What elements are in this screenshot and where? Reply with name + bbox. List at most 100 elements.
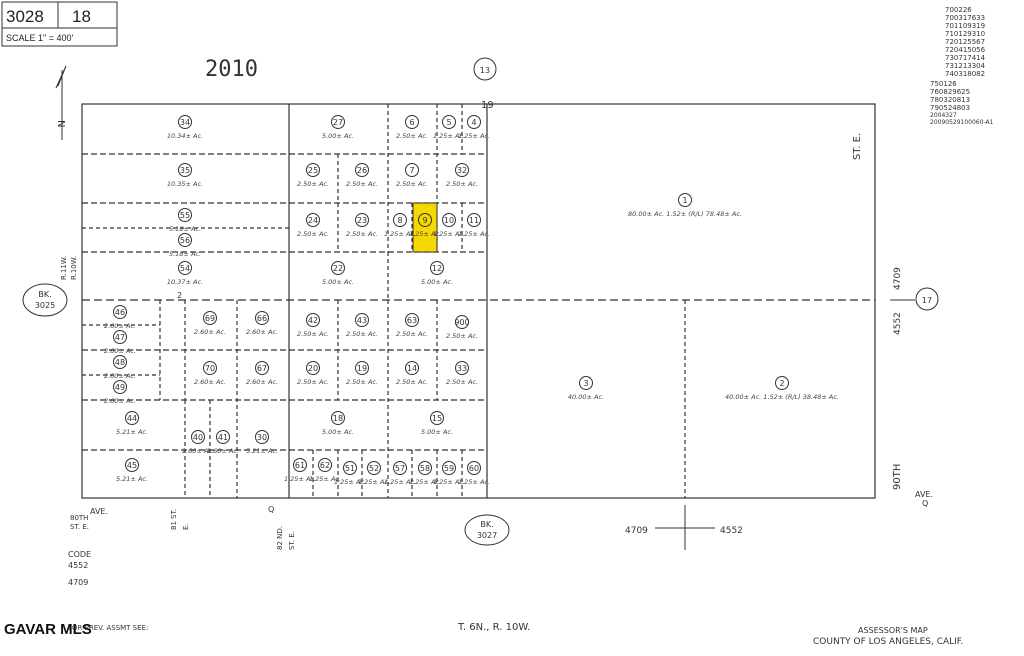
- parcel-number[interactable]: 44: [127, 414, 137, 423]
- parcel-number[interactable]: 40: [193, 433, 203, 442]
- parcel-acreage: 2.60± Ac.: [207, 447, 239, 455]
- parcel-circle-icon: [355, 213, 369, 227]
- st-80th-b: ST. E.: [70, 523, 89, 531]
- parcel-acreage: 2.60± Ac.: [104, 347, 136, 355]
- parcel-number[interactable]: 59: [444, 464, 454, 473]
- parcel-number[interactable]: 6: [409, 118, 414, 127]
- parcel-acreage: 2.60± Ac.: [194, 378, 226, 386]
- parcel-acreage: 2.60± Ac.: [104, 322, 136, 330]
- parcel-number[interactable]: 26: [357, 166, 367, 175]
- parcel-number[interactable]: 56: [180, 236, 190, 245]
- parcel-number[interactable]: 3: [583, 379, 588, 388]
- parcel-number[interactable]: 62: [320, 461, 330, 470]
- parcel-circle-icon: [775, 376, 789, 390]
- parcel-number[interactable]: 61: [295, 461, 305, 470]
- assessor-title: ASSESSOR'S MAP: [858, 626, 928, 635]
- code-label: CODE: [68, 550, 91, 559]
- parcel-number[interactable]: 9: [422, 216, 427, 225]
- parcel-number[interactable]: 60: [469, 464, 479, 473]
- parcel-number[interactable]: 30: [257, 433, 267, 442]
- parcel-circle-icon: [113, 380, 127, 394]
- parcel-number[interactable]: 41: [218, 433, 228, 442]
- map-code: 700317633: [945, 14, 985, 22]
- parcel-circle-icon: [455, 361, 469, 375]
- parcel-circle-icon: [113, 305, 127, 319]
- parcel-acreage: 1.25± Ac.: [458, 230, 490, 238]
- parcel-number[interactable]: 5: [446, 118, 451, 127]
- parcel-number[interactable]: 54: [180, 264, 190, 273]
- parcel-circle-icon: [579, 376, 593, 390]
- parcel-number[interactable]: 34: [180, 118, 190, 127]
- parcel-number[interactable]: 32: [457, 166, 467, 175]
- parcel-number[interactable]: 46: [115, 308, 125, 317]
- parcel-number[interactable]: 25: [308, 166, 318, 175]
- parcel-number[interactable]: 7: [409, 166, 414, 175]
- parcel-acreage: 5.00± Ac.: [421, 428, 453, 436]
- prev-assessment: FOR PREV. ASSMT SEE:: [68, 624, 148, 632]
- parcel-circle-icon: [178, 261, 192, 275]
- parcel-number[interactable]: 24: [308, 216, 318, 225]
- parcel-number[interactable]: 58: [420, 464, 430, 473]
- parcel-number[interactable]: 66: [257, 314, 267, 323]
- parcel-number[interactable]: 42: [308, 316, 318, 325]
- parcel-circle-icon: [467, 461, 481, 475]
- parcel-number[interactable]: 18: [333, 414, 343, 423]
- parcel-number[interactable]: 35: [180, 166, 190, 175]
- parcel-acreage: 5.00± Ac.: [421, 278, 453, 286]
- parcel-circle-icon: [393, 461, 407, 475]
- parcel-number[interactable]: 20: [308, 364, 318, 373]
- parcel-acreage: 1.25± Ac.: [433, 478, 465, 486]
- parcel-circle-icon: [216, 430, 230, 444]
- parcel-number[interactable]: 48: [115, 358, 125, 367]
- parcel-circle-icon: [467, 115, 481, 129]
- parcel-number[interactable]: 11: [469, 216, 479, 225]
- map-code: 701109319: [945, 22, 985, 30]
- parcel-number[interactable]: 57: [395, 464, 405, 473]
- parcel-circle-icon: [367, 461, 381, 475]
- parcel-number[interactable]: 45: [127, 461, 137, 470]
- page-number: 18: [72, 7, 91, 26]
- parcel-acreage: 80.00± Ac. 1.52± (R/L) 78.48± Ac.: [628, 210, 742, 218]
- parcel-number[interactable]: 22: [333, 264, 343, 273]
- parcel-number[interactable]: 1: [682, 196, 687, 205]
- parcel-number[interactable]: 70: [205, 364, 215, 373]
- parcel-number[interactable]: 15: [432, 414, 442, 423]
- parcel-number[interactable]: 19: [357, 364, 367, 373]
- code-4709: 4709: [68, 578, 88, 587]
- parcel-circle-icon: [405, 115, 419, 129]
- parcel-acreage: 5.00± Ac.: [322, 278, 354, 286]
- parcel-circle-icon: [306, 213, 320, 227]
- parcel-acreage: 5.21± Ac.: [116, 428, 148, 436]
- parcel-number[interactable]: 27: [333, 118, 343, 127]
- adjacent-sheet-13-icon: [473, 57, 497, 81]
- parcel-acreage: 2.50± Ac.: [346, 378, 378, 386]
- parcel-circle-icon: [455, 163, 469, 177]
- parcel-acreage: 1.25± Ac.: [358, 478, 390, 486]
- parcel-number[interactable]: 69: [205, 314, 215, 323]
- parcel-acreage: 5.00± Ac.: [322, 132, 354, 140]
- map-code: 780320813: [930, 96, 970, 104]
- parcel-number[interactable]: 47: [115, 333, 125, 342]
- map-code: 710129310: [945, 30, 985, 38]
- parcel-number[interactable]: 52: [369, 464, 379, 473]
- parcel-number[interactable]: 10: [444, 216, 454, 225]
- parcel-number[interactable]: 12: [432, 264, 442, 273]
- parcel-acreage: 1.25± Ac.: [284, 475, 316, 483]
- parcel-number[interactable]: 23: [357, 216, 367, 225]
- parcel-number[interactable]: 55: [180, 211, 190, 220]
- parcel-number[interactable]: 67: [257, 364, 267, 373]
- parcel-circle-icon: [113, 355, 127, 369]
- parcel-number[interactable]: 8: [397, 216, 402, 225]
- parcel-circle-icon: [178, 115, 192, 129]
- parcel-number[interactable]: 49: [115, 383, 125, 392]
- parcel-number[interactable]: 51: [345, 464, 355, 473]
- parcel-number[interactable]: 900: [454, 318, 469, 327]
- parcel-number[interactable]: 14: [407, 364, 417, 373]
- highlighted-parcel-9[interactable]: [412, 202, 438, 253]
- parcel-number[interactable]: 33: [457, 364, 467, 373]
- parcel-number[interactable]: 4: [471, 118, 476, 127]
- parcel-number[interactable]: 63: [407, 316, 417, 325]
- parcel-number[interactable]: 2: [779, 379, 784, 388]
- parcel-circle-icon: [430, 261, 444, 275]
- parcel-number[interactable]: 43: [357, 316, 367, 325]
